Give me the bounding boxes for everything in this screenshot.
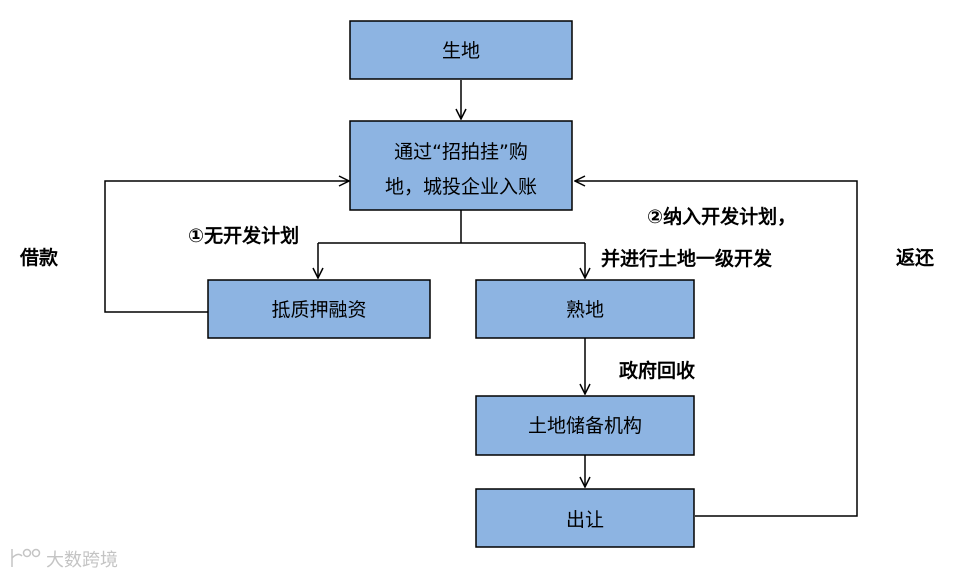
watermark-symbol-icon [11, 548, 41, 567]
edge-label-plan-line1: ②纳入开发计划， [647, 205, 796, 228]
edge-label-loan: 借款 [19, 246, 59, 269]
node-developed-land-label: 熟地 [566, 299, 604, 321]
node-purchase: 通过“招拍挂”购 地，城投企业入账 [349, 120, 573, 211]
node-raw-land: 生地 [349, 20, 573, 80]
edge-label-return: 返还 [896, 247, 935, 269]
watermark-text: 大数跨境 [46, 550, 118, 571]
node-pledge-financing: 抵质押融资 [207, 279, 431, 339]
node-raw-land-label: 生地 [442, 40, 480, 62]
node-developed-land: 熟地 [475, 279, 695, 339]
edge-label-gov-recovery: 政府回收 [619, 359, 695, 382]
node-land-reserve-label: 土地储备机构 [528, 415, 642, 437]
node-transfer-label: 出让 [566, 509, 604, 531]
watermark-logo: 大数跨境 [11, 548, 118, 571]
arrow-loan-loop [104, 181, 349, 313]
arrow-return-loop [575, 181, 858, 517]
node-land-reserve: 土地储备机构 [475, 395, 695, 456]
node-purchase-label-line1: 通过“招拍挂”购 [394, 141, 528, 163]
node-transfer: 出让 [475, 488, 695, 548]
edge-label-plan-line2: 并进行土地一级开发 [601, 247, 773, 270]
node-purchase-label-line2: 地，城投企业入账 [385, 176, 537, 198]
node-pledge-financing-label: 抵质押融资 [271, 299, 366, 321]
edge-label-no-plan: ①无开发计划 [188, 224, 299, 247]
